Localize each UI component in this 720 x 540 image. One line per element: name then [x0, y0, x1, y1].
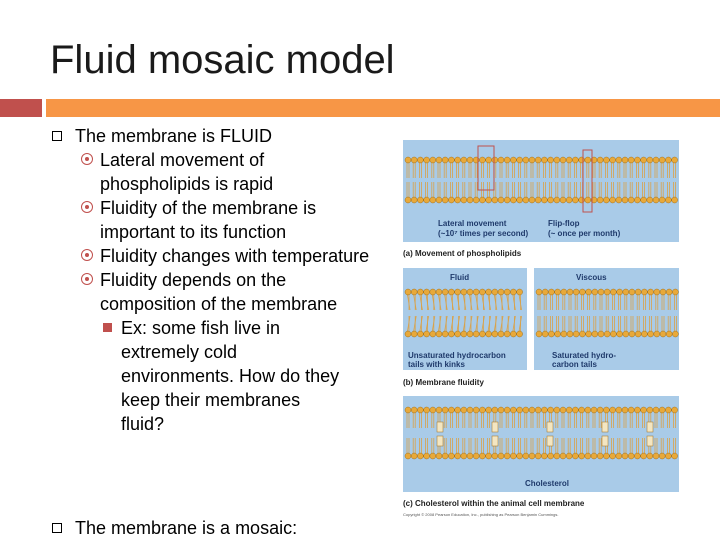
- bullet-level1: The membrane is FLUID: [50, 124, 370, 148]
- circle-bullet-icon: [81, 153, 93, 165]
- caption-c: (c) Cholesterol within the animal cell m…: [403, 499, 585, 508]
- circle-bullet-icon: [81, 273, 93, 285]
- bullet-text: Lateral movement of phospholipids is rap…: [100, 150, 274, 194]
- hollow-square-bullet-icon: [52, 131, 62, 141]
- lateral-movement-highlight: [477, 145, 495, 191]
- label-fluid: Fluid: [450, 273, 469, 282]
- hollow-square-bullet-icon: [52, 523, 62, 533]
- label-unsaturated-2: tails with kinks: [408, 360, 465, 369]
- label-viscous: Viscous: [576, 273, 607, 282]
- filled-square-bullet-icon: [103, 323, 112, 332]
- bullet-text: Fluidity of the membrane is important to…: [100, 198, 317, 242]
- label-cholesterol: Cholesterol: [525, 479, 569, 488]
- bullet-level3: Ex: some fish live in extremely cold env…: [50, 316, 341, 436]
- copyright-text: Copyright © 2008 Pearson Education, Inc.…: [403, 512, 558, 517]
- bilayer-c: [404, 406, 678, 460]
- bullet-text: Fluidity depends on the composition of t…: [100, 270, 338, 314]
- bullet-text: The membrane is a mosaic:: [75, 518, 298, 538]
- panel-a-background: [403, 140, 679, 242]
- bullet-list: The membrane is FLUID Lateral movement o…: [50, 124, 370, 436]
- bullet-level1-mosaic: The membrane is a mosaic:: [50, 516, 297, 540]
- label-flip-rate: (~ once per month): [548, 229, 621, 238]
- membrane-figure-svg: Lateral movement (~10⁷ times per second)…: [403, 140, 679, 517]
- circle-bullet-icon: [81, 201, 93, 213]
- bullet-level2: Fluidity changes with temperature: [50, 244, 370, 268]
- label-lateral-rate: (~10⁷ times per second): [438, 229, 529, 238]
- bullet-level2: Fluidity of the membrane is important to…: [50, 196, 370, 244]
- label-unsaturated-1: Unsaturated hydrocarbon: [408, 351, 506, 360]
- bullet-text: Fluidity changes with temperature: [100, 246, 370, 266]
- caption-b: (b) Membrane fluidity: [403, 378, 484, 387]
- bilayer-b-viscous: [535, 288, 679, 338]
- membrane-figure: Lateral movement (~10⁷ times per second)…: [400, 138, 682, 518]
- label-lateral-movement: Lateral movement: [438, 219, 507, 228]
- title-rule-accent-left: [0, 99, 42, 117]
- slide-title: Fluid mosaic model: [50, 38, 395, 82]
- bullet-text: The membrane is FLUID: [75, 126, 273, 146]
- label-saturated-1: Saturated hydro-: [552, 351, 616, 360]
- title-rule-accent-right: [46, 99, 720, 117]
- bullet-level2: Fluidity depends on the composition of t…: [50, 268, 370, 316]
- caption-a: (a) Movement of phospholipids: [403, 249, 522, 258]
- circle-bullet-icon: [81, 249, 93, 261]
- flip-flop-highlight: [582, 149, 593, 213]
- label-flip-flop: Flip-flop: [548, 219, 580, 228]
- bilayer-a: [404, 156, 678, 204]
- label-saturated-2: carbon tails: [552, 360, 597, 369]
- bilayer-b-fluid: [404, 288, 523, 338]
- bullet-text: Ex: some fish live in extremely cold env…: [121, 318, 340, 434]
- bullet-level2: Lateral movement of phospholipids is rap…: [50, 148, 370, 196]
